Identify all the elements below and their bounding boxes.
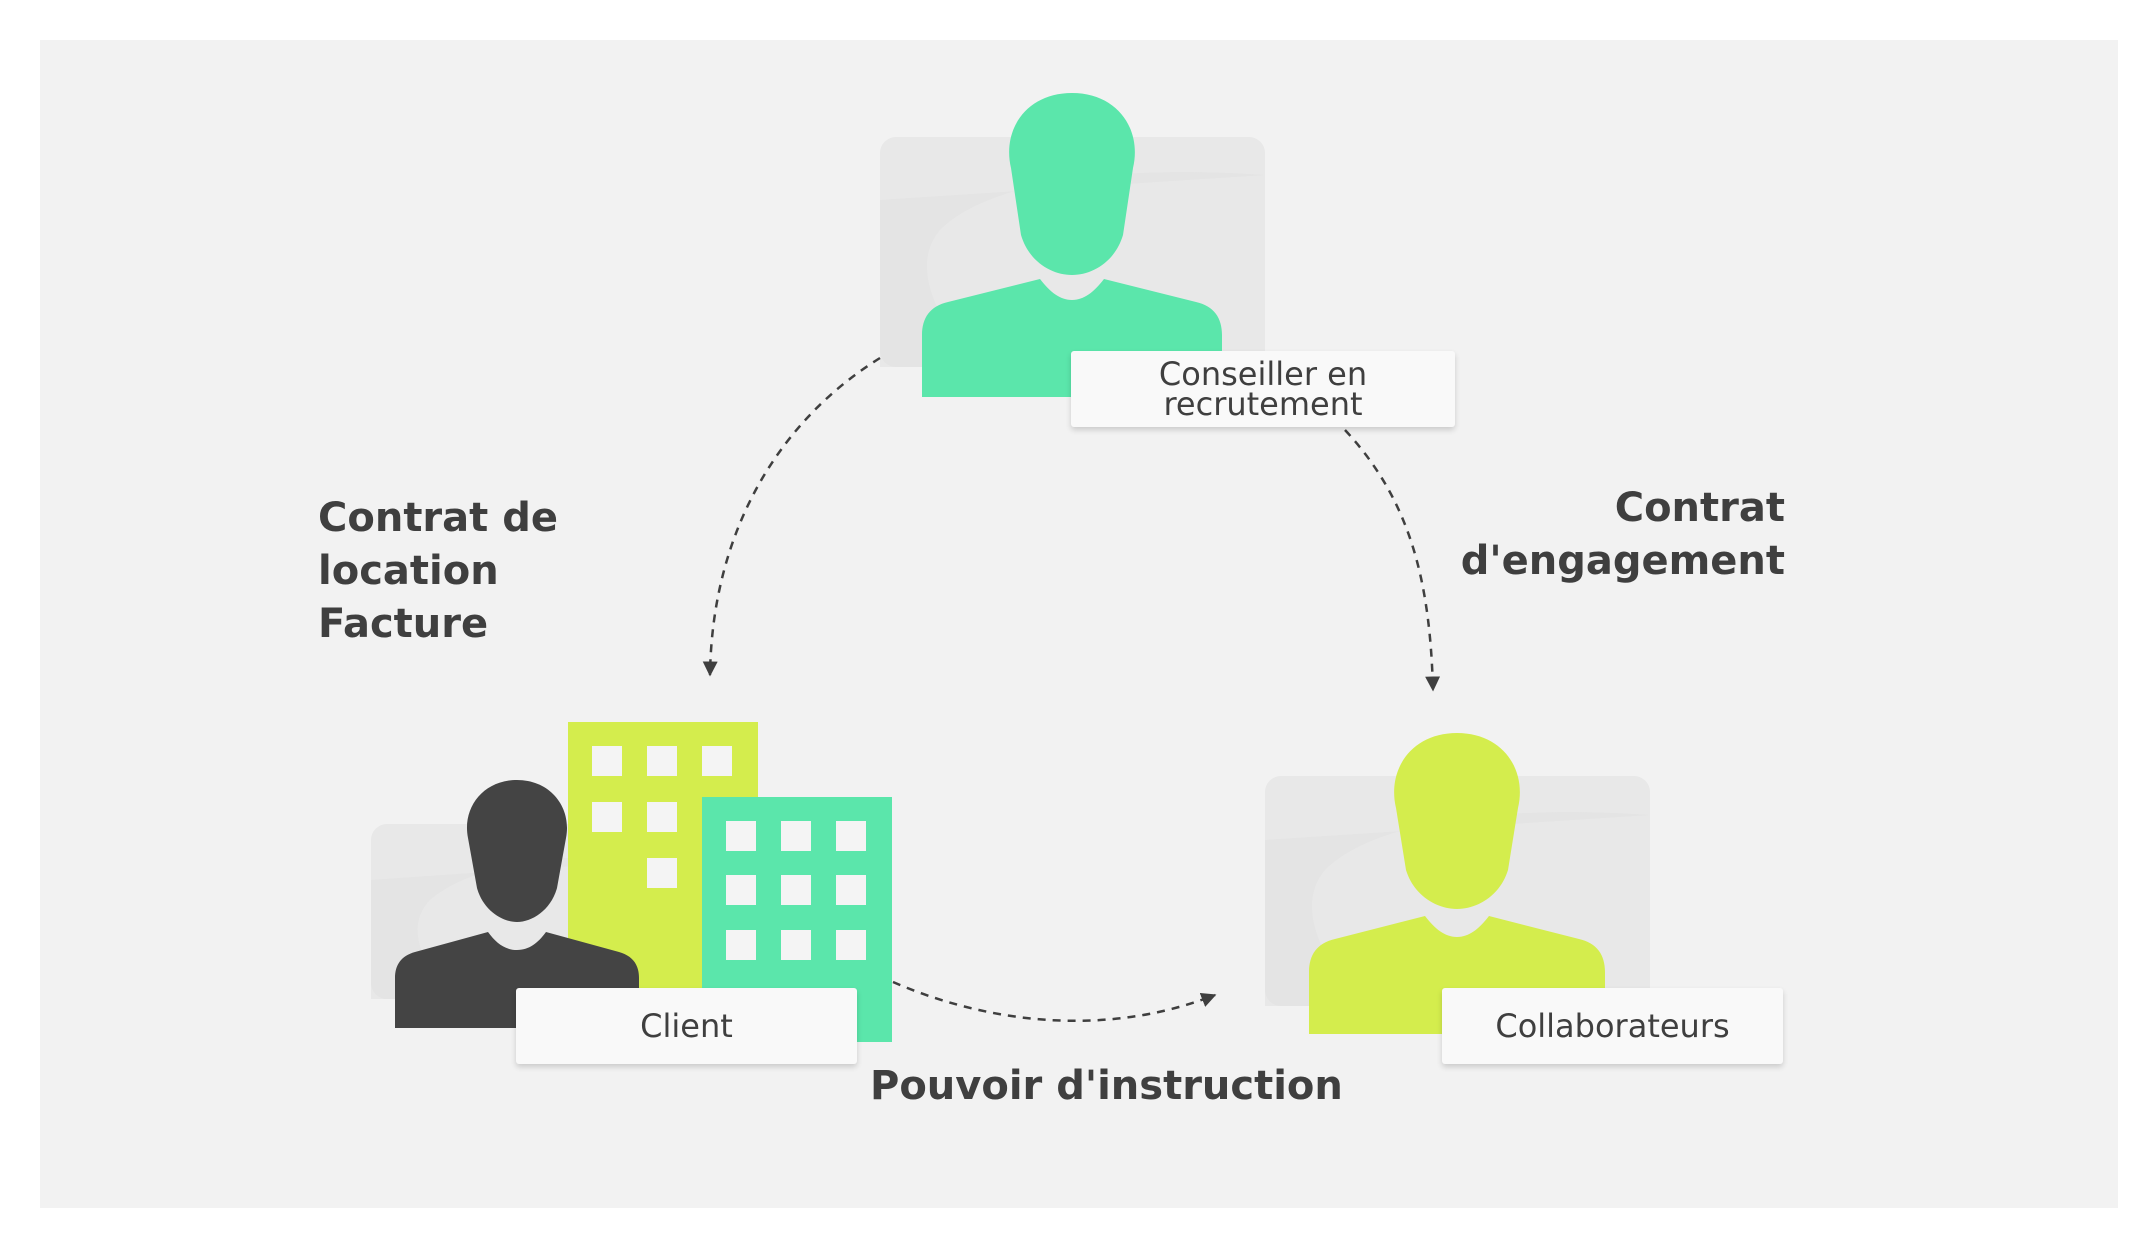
building-green-window [781, 930, 811, 960]
building-lime-window [592, 802, 622, 832]
client-node [371, 722, 892, 1042]
building-green-window [726, 875, 756, 905]
building-green-window [781, 875, 811, 905]
collaborators-label: Collaborateurs [1495, 1007, 1730, 1045]
building-green-window [781, 821, 811, 851]
arrow-recruiter-to-collaborators [1344, 429, 1441, 692]
recruiter-card-swoosh [880, 172, 1265, 367]
client-label-box: Client [516, 988, 857, 1064]
building-green-window [836, 930, 866, 960]
collaborators-person-head [1394, 733, 1520, 909]
building-lime-window [647, 802, 677, 832]
relation-label-recruiter-to-client: Contrat de location Facture [318, 495, 558, 647]
building-lime-window [592, 746, 622, 776]
building-green-window [836, 875, 866, 905]
building-lime-windows [592, 746, 732, 888]
client-label: Client [640, 1007, 733, 1045]
building-lime-window [702, 746, 732, 776]
arrow-client-to-collaborators [892, 980, 1217, 1023]
building-green-window [726, 821, 756, 851]
building-green-windows [726, 821, 866, 960]
collaborators-card-swoosh [1265, 812, 1650, 1006]
client-person-head [466, 780, 568, 922]
recruiter-node [880, 93, 1265, 397]
building-lime-window [647, 746, 677, 776]
recruiter-label: Conseiller en recrutement [1158, 355, 1368, 423]
recruiter-person-head [1009, 93, 1135, 275]
arrow-recruiter-to-client [702, 356, 881, 677]
building-lime-window [647, 858, 677, 888]
collaborators-label-box: Collaborateurs [1442, 988, 1783, 1064]
building-green-window [726, 930, 756, 960]
recruiter-label-box: Conseiller en recrutement [1071, 351, 1455, 427]
relation-label-client-to-collaborators: Pouvoir d'instruction [870, 1063, 1343, 1109]
building-green-window [836, 821, 866, 851]
relation-label-recruiter-to-collaborators: Contrat d'engagement [1460, 485, 1785, 584]
